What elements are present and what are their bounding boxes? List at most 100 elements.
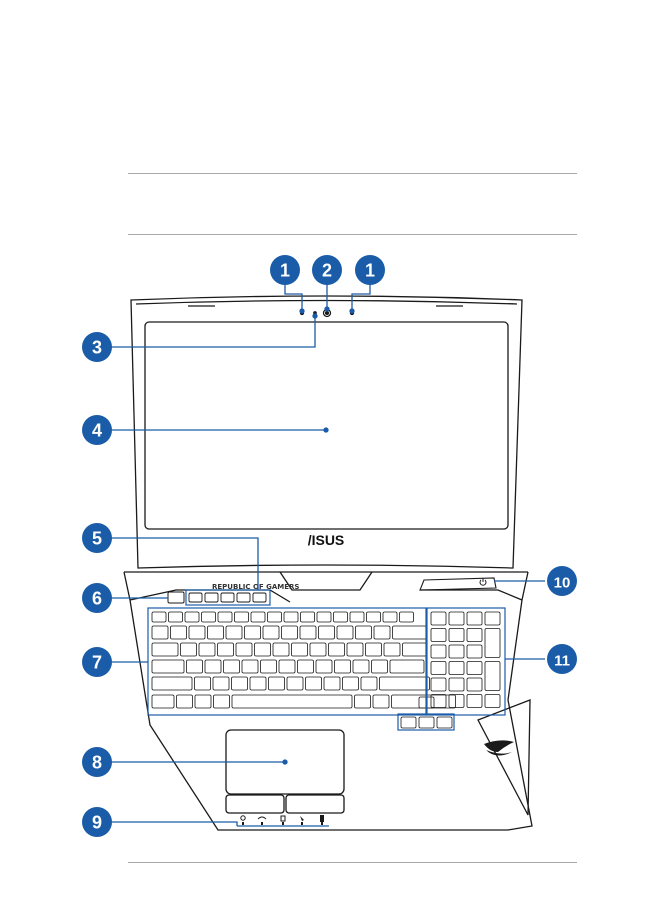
key[interactable] [323,676,341,691]
key[interactable] [371,659,388,674]
key[interactable] [281,625,298,640]
arrow-key[interactable] [436,716,453,729]
touchpad-right-button[interactable] [285,794,345,814]
key[interactable] [383,642,401,657]
key[interactable] [231,676,248,691]
numpad-key[interactable] [466,611,483,626]
numpad-key[interactable] [484,694,501,708]
key[interactable] [328,642,345,657]
key[interactable] [244,625,261,640]
key[interactable] [198,642,216,657]
key[interactable] [151,625,169,640]
key[interactable] [180,642,197,657]
key[interactable] [346,642,364,657]
key[interactable] [342,676,359,691]
key[interactable] [170,625,187,640]
key[interactable] [184,611,200,623]
key[interactable] [262,625,280,640]
numpad-key[interactable] [466,644,483,659]
key[interactable] [204,659,222,674]
hotkey[interactable] [188,592,203,603]
key[interactable] [336,625,354,640]
key[interactable] [286,676,304,691]
key[interactable] [305,676,322,691]
numpad-key[interactable] [484,611,501,626]
key[interactable] [217,611,233,623]
key[interactable] [151,642,179,657]
key[interactable] [267,611,282,623]
key[interactable] [283,611,299,623]
key[interactable] [300,611,315,623]
key[interactable] [382,611,398,623]
numpad-key[interactable] [448,644,465,659]
key[interactable] [151,676,193,691]
key[interactable] [151,659,185,674]
key[interactable] [249,676,267,691]
key[interactable] [379,676,430,691]
numpad-key[interactable] [430,661,447,675]
key[interactable] [389,659,425,674]
key[interactable] [309,642,327,657]
power-button[interactable] [167,591,185,604]
key[interactable] [278,659,296,674]
numpad-key[interactable] [448,628,465,642]
hotkey[interactable] [236,592,251,603]
key[interactable] [355,625,372,640]
numpad-key[interactable] [466,661,483,675]
key[interactable] [268,676,285,691]
key[interactable] [392,625,427,640]
key[interactable] [235,642,253,657]
key[interactable] [334,659,351,674]
touchpad-left-button[interactable] [225,794,285,814]
key[interactable] [223,659,240,674]
numpad-key[interactable] [448,611,465,626]
key[interactable] [225,625,243,640]
arrow-key[interactable] [418,716,435,729]
key[interactable] [349,611,365,623]
key[interactable] [366,611,381,623]
key[interactable] [151,611,167,623]
key[interactable] [291,642,308,657]
numpad-key[interactable] [448,677,465,692]
key[interactable] [186,659,203,674]
key[interactable] [194,676,211,691]
numpad-key[interactable] [484,661,501,691]
hotkey[interactable] [220,592,235,603]
key[interactable] [250,611,266,623]
numpad-key[interactable] [466,628,483,642]
key[interactable] [360,676,378,691]
key[interactable] [254,642,271,657]
key[interactable] [241,659,259,674]
hotkey[interactable] [204,592,219,603]
numpad-key[interactable] [466,677,483,692]
key[interactable] [234,611,249,623]
numpad-key[interactable] [466,694,483,708]
key[interactable] [402,642,427,657]
key[interactable] [272,642,290,657]
key[interactable] [194,694,212,709]
key[interactable] [299,625,317,640]
key[interactable] [333,611,348,623]
numpad-key[interactable] [448,694,465,708]
arrow-key[interactable] [400,716,417,729]
numpad-key[interactable] [430,694,447,708]
key[interactable] [201,611,216,623]
hotkey[interactable] [252,592,267,603]
numpad-key[interactable] [484,628,501,658]
key[interactable] [212,676,230,691]
key[interactable] [316,611,332,623]
key[interactable] [217,642,234,657]
key[interactable] [176,694,193,709]
key[interactable] [168,611,183,623]
key[interactable] [399,611,414,623]
key[interactable] [188,625,206,640]
key[interactable] [352,659,370,674]
numpad-key[interactable] [448,661,465,675]
key[interactable] [315,659,333,674]
key[interactable] [213,694,230,709]
key[interactable] [151,694,175,709]
key[interactable] [297,659,314,674]
numpad-key[interactable] [430,628,447,642]
numpad-key[interactable] [430,611,447,626]
key[interactable] [373,625,391,640]
